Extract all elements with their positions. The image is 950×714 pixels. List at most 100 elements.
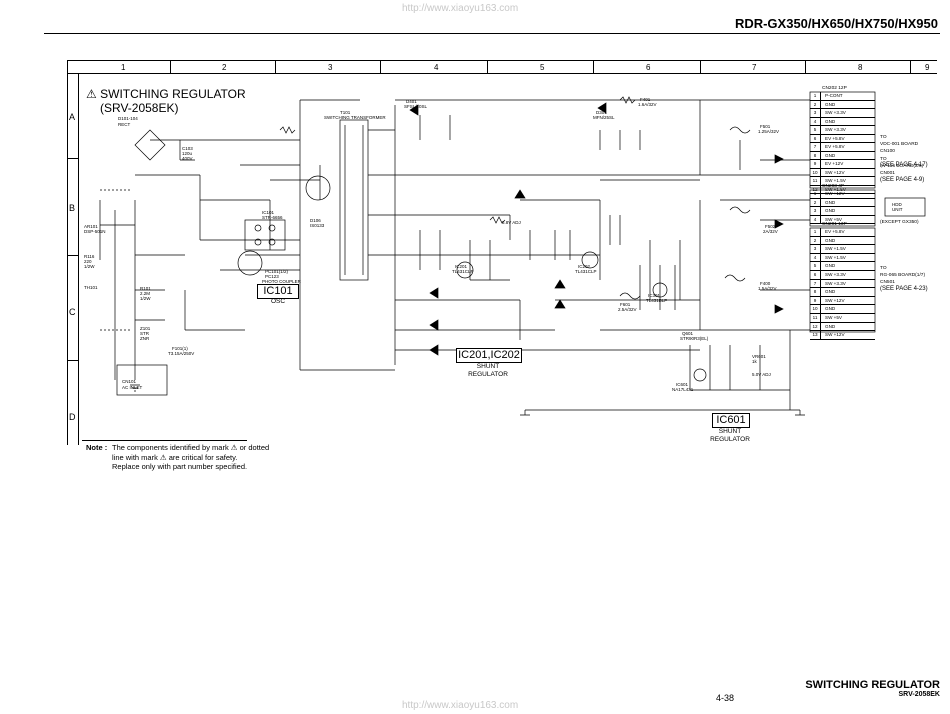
svg-text:RECT: RECT (118, 122, 131, 127)
cn201-pin-number: 12 (810, 322, 821, 331)
svg-text:HDD: HDD (892, 202, 902, 207)
svg-text:F101(1): F101(1) (172, 346, 188, 351)
title-line2: (SRV-2058EK) (100, 101, 179, 115)
grid-column-separator (593, 60, 594, 73)
svg-text:F401: F401 (640, 97, 651, 102)
cn201-pin-label: EV +5.8V (825, 229, 845, 234)
grid-column-3: 3 (328, 63, 333, 72)
svg-text:ZNR: ZNR (140, 336, 150, 341)
svg-text:2.2M: 2.2M (140, 291, 150, 296)
svg-text:D401: D401 (406, 99, 417, 104)
svg-text:1/2W: 1/2W (140, 296, 151, 301)
cn203-pin-number: 4 (810, 215, 821, 223)
svg-text:TL431CLP: TL431CLP (575, 269, 597, 274)
svg-text:R116: R116 (84, 254, 95, 259)
ic201-ic202-label: IC201,IC202 (456, 348, 522, 363)
svg-text:PC123: PC123 (265, 274, 279, 279)
schematic-title: ⚠ SWITCHING REGULATOR (SRV-2058EK) (86, 87, 246, 115)
grid-row-A: A (69, 112, 76, 122)
grid-column-separator (700, 60, 701, 73)
svg-text:VR601: VR601 (752, 354, 766, 359)
svg-text:STR: STR (140, 331, 150, 336)
cn202-pin-label: SW +3.3V (825, 127, 846, 132)
grid-row-B: B (69, 203, 76, 213)
footer-subtitle: SRV-2058EK (898, 691, 940, 698)
cn202-pin-label: GND (825, 101, 836, 107)
svg-text:F400: F400 (760, 281, 771, 286)
cn201-pin-number: 10 (810, 305, 821, 313)
destination-rg-065: TO RG-065 BOARD(1/7) CN501 (SEE PAGE 4-2… (880, 265, 946, 293)
svg-text:1.5A/32V: 1.5A/32V (758, 286, 777, 291)
grid-column-2: 2 (222, 63, 227, 72)
grid-row-separator (67, 158, 78, 159)
cn201-pin-label: GND (825, 289, 836, 295)
cn201-pin-number: 1 (810, 228, 821, 236)
grid-column-separator (910, 60, 911, 73)
cn202-pin-label: EV +5.8V (825, 135, 845, 141)
cn201-title: CN201 13P (822, 222, 847, 227)
cn201-pin: 11 SW +5V (810, 313, 875, 323)
page-number: 4-38 (716, 693, 735, 703)
cn202-pin-number: 12 (810, 185, 821, 193)
cn201-pin-number: 11 (810, 313, 821, 322)
destination-av-116-see: (SEE PAGE 4-9) (880, 177, 925, 183)
svg-text:SWITCHING TRANSFORMER: SWITCHING TRANSFORMER (324, 115, 386, 120)
cn202-pin: 5 SW +3.3V (810, 126, 875, 135)
cn202-pin-number: 5 (810, 126, 821, 134)
svg-text:PHOTO COUPLER: PHOTO COUPLER (262, 279, 302, 284)
grid-row-D: D (69, 412, 76, 422)
svg-text:1/2W: 1/2W (84, 264, 95, 269)
svg-text:STR90R3(EL): STR90R3(EL) (680, 336, 709, 341)
cn202-pin-number: 10 (810, 168, 821, 176)
svg-text:AR101: AR101 (84, 224, 98, 229)
cn202-pin-number: 6 (810, 134, 821, 142)
cn202-pin-label: GND (825, 118, 836, 124)
cn201-pin-number: 4 (810, 253, 821, 262)
svg-text:R101: R101 (140, 286, 151, 291)
destination-rg-065-see: (SEE PAGE 4-23) (880, 286, 928, 292)
svg-text:2.5A/32V: 2.5A/32V (618, 307, 637, 312)
model-title: RDR-GX350/HX650/HX750/HX950 (734, 16, 938, 31)
svg-text:IC601: IC601 (676, 382, 689, 387)
cn203-pin-label: GND (825, 208, 836, 213)
cn201-pin-label: SW +1.5V (825, 246, 846, 252)
svg-text:MFN/25SL: MFN/25SL (593, 115, 615, 120)
note-rule (82, 440, 247, 441)
destination-rg-065-text: TO RG-065 BOARD(1/7) CN501 (880, 266, 926, 285)
svg-text:1k: 1k (752, 359, 758, 364)
cn201-pin-label: SW +5V (825, 314, 842, 320)
cn201-pin-number: 3 (810, 245, 821, 253)
note-line3: Replace only with part number specified. (112, 462, 248, 471)
grid-column-4: 4 (434, 63, 439, 72)
svg-text:TL431CLP: TL431CLP (452, 269, 474, 274)
cn202-title: CN202 12P (822, 86, 847, 91)
cn201-pin-label: SW +3.3V (825, 271, 846, 277)
svg-text:Q601: Q601 (682, 331, 694, 336)
cn201-pin-number: 9 (810, 296, 821, 305)
ic201-ic202-sublabel: SHUNT REGULATOR (468, 363, 508, 378)
svg-text:AC INLET: AC INLET (122, 385, 143, 390)
ic101-label: IC101 (257, 284, 299, 299)
destination-av-116: TO AV-116 BOARD(2/5) CN001 (SEE PAGE 4-9… (880, 156, 946, 184)
cn203-pin-number: 3 (810, 207, 821, 215)
destination-hdd: (EXCEPT GX350) (880, 219, 946, 226)
svg-text:DSP-501N: DSP-501N (84, 229, 106, 234)
header-rule (44, 33, 940, 34)
cn201-pin: 3 SW +1.5V (810, 245, 875, 254)
cn202-pin-label: SW +1.5V (825, 178, 846, 183)
